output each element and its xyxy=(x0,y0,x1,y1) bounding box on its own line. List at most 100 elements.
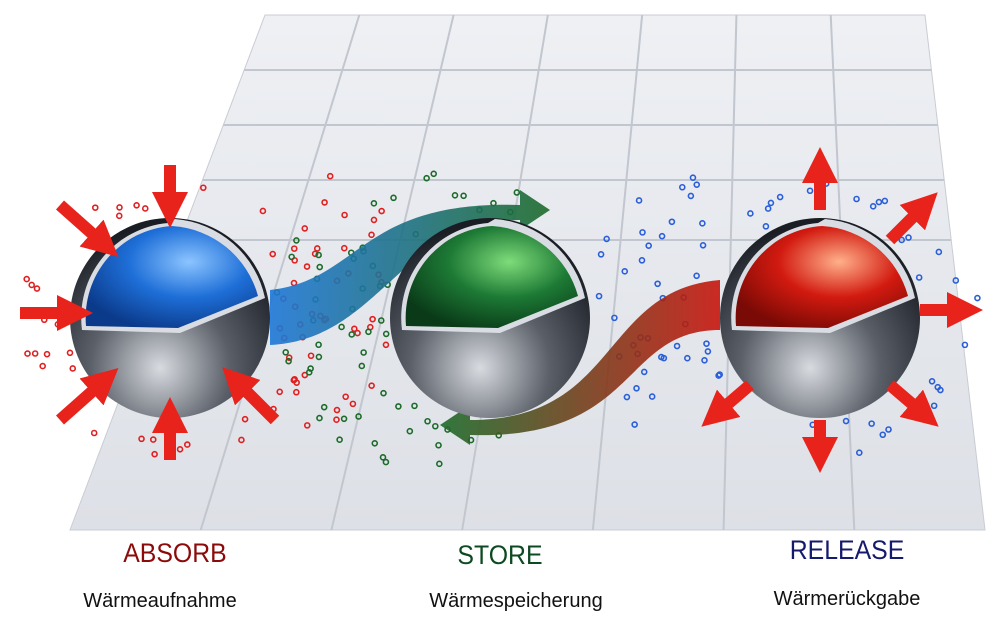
particle-dot xyxy=(348,331,356,338)
particle-dot xyxy=(842,417,850,425)
particle-dot xyxy=(133,201,140,209)
particle-dot xyxy=(333,416,340,424)
arrow-out-icon xyxy=(701,380,754,427)
flow-arrow-absorb-to-store xyxy=(270,190,550,345)
particle-dot xyxy=(868,420,875,427)
particle-dot xyxy=(291,375,298,383)
particle-dot xyxy=(928,377,936,385)
particle-dot xyxy=(460,192,467,200)
particle-dot xyxy=(424,417,431,425)
particle-dot xyxy=(321,199,328,206)
particle-dot xyxy=(881,197,889,205)
particle-dot xyxy=(853,195,860,203)
particle-dot xyxy=(432,422,439,430)
particle-dot xyxy=(199,184,207,192)
absorb-title: ABSORB xyxy=(123,538,227,568)
particle-dot xyxy=(603,235,610,243)
particle-dot xyxy=(436,460,443,468)
particle-dot xyxy=(406,427,414,435)
particle-dot xyxy=(451,192,459,199)
particle-dot xyxy=(293,237,300,244)
particle-dot xyxy=(699,220,706,227)
particle-dot xyxy=(349,400,357,408)
particle-dot xyxy=(176,446,184,453)
particle-dot xyxy=(380,389,387,397)
particle-dot xyxy=(703,340,710,347)
release-sphere xyxy=(720,218,920,418)
particle-dot xyxy=(423,174,430,182)
particle-dot xyxy=(151,450,158,458)
arrow-out-icon xyxy=(885,192,938,245)
particle-dot xyxy=(358,362,366,370)
particle-dot xyxy=(638,257,646,264)
particle-dot xyxy=(285,354,293,362)
particle-dot xyxy=(915,274,923,281)
particle-dot xyxy=(24,350,31,357)
particle-dot xyxy=(640,368,648,376)
particle-dot xyxy=(621,268,629,275)
particle-dot xyxy=(90,429,98,437)
particle-dot xyxy=(301,225,309,232)
particle-dot xyxy=(875,198,883,206)
particle-dot xyxy=(355,413,362,420)
particle-dot xyxy=(855,449,863,457)
particle-dot xyxy=(368,382,375,389)
particle-dot xyxy=(430,170,438,178)
particle-dot xyxy=(43,350,51,358)
particle-dot xyxy=(704,348,712,355)
particle-dot xyxy=(382,330,390,338)
particle-dot xyxy=(303,422,311,429)
particle-dot xyxy=(115,212,123,220)
particle-dot xyxy=(341,211,348,219)
particle-dot xyxy=(905,234,912,241)
particle-dot xyxy=(435,441,442,449)
particle-dot xyxy=(305,369,313,376)
particle-dot xyxy=(658,232,666,240)
particle-dot xyxy=(699,241,707,249)
particle-dot xyxy=(91,204,99,211)
particle-dot xyxy=(513,189,521,196)
particle-dot xyxy=(370,216,378,224)
particle-dot xyxy=(282,349,290,356)
particle-dot xyxy=(313,245,321,252)
particle-dot xyxy=(668,218,676,226)
particle-dot xyxy=(241,415,249,423)
particle-dot xyxy=(138,435,145,443)
particle-dot xyxy=(648,393,656,400)
particle-dot xyxy=(382,458,390,466)
particle-dot xyxy=(974,294,981,302)
particle-dot xyxy=(301,371,309,379)
particle-dot xyxy=(354,329,361,337)
release-title: RELEASE xyxy=(789,535,905,565)
particle-dot xyxy=(269,250,277,258)
particle-dot xyxy=(639,229,646,236)
particle-dot xyxy=(315,353,323,361)
particle-dot xyxy=(340,415,348,423)
particle-dot xyxy=(658,353,665,361)
particle-dot xyxy=(961,341,969,349)
particle-dot xyxy=(336,436,343,443)
particle-dot xyxy=(693,181,701,188)
particle-dot xyxy=(635,197,643,204)
particle-dot xyxy=(370,200,378,207)
particle-dot xyxy=(611,314,618,322)
particle-dot xyxy=(259,207,267,215)
particle-dot xyxy=(395,403,402,410)
particle-dot xyxy=(776,193,784,201)
particle-dot xyxy=(679,183,686,191)
particle-dot xyxy=(238,436,245,444)
particle-dot xyxy=(141,205,149,212)
particle-dot xyxy=(701,356,708,364)
particle-dot xyxy=(316,263,324,271)
particle-dot xyxy=(303,263,311,270)
arrow-in-icon xyxy=(222,367,280,425)
particle-dot xyxy=(33,285,41,292)
particle-dot xyxy=(116,204,123,211)
particle-dot xyxy=(276,388,284,396)
particle-dot xyxy=(149,436,157,443)
heat-arrows xyxy=(20,147,983,473)
particle-dot xyxy=(54,321,62,328)
particle-dot xyxy=(316,414,323,422)
particle-dot xyxy=(31,350,39,357)
